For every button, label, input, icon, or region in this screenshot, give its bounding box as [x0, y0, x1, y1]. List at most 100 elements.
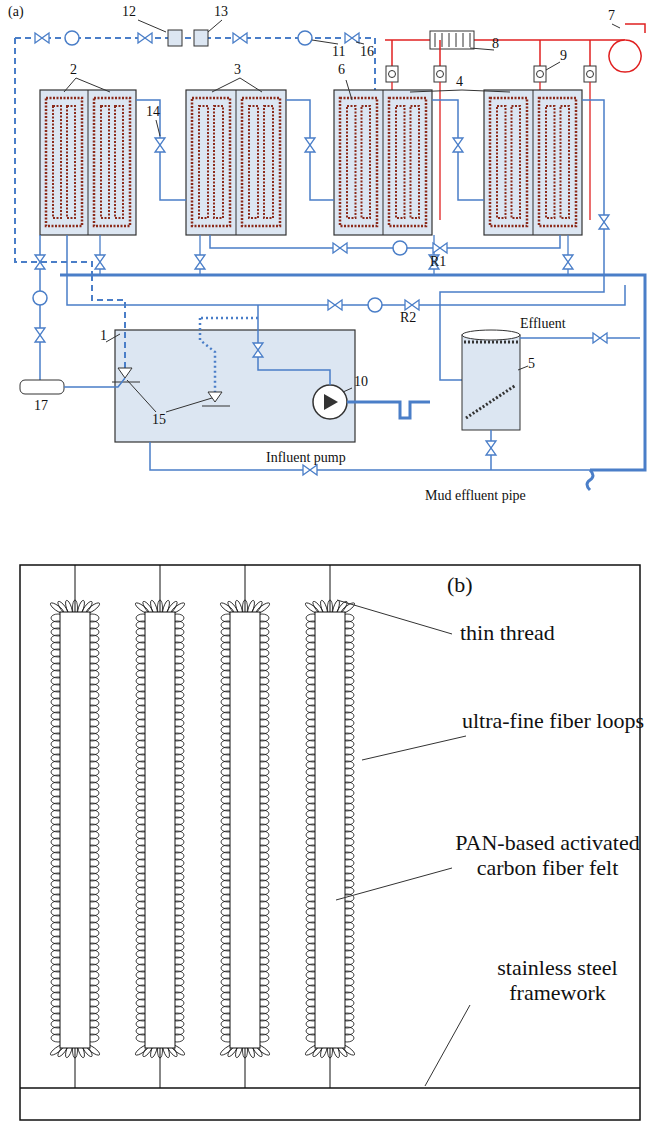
leader-line	[336, 868, 452, 900]
leader-line	[156, 120, 160, 136]
leader-line	[518, 366, 528, 370]
valve-symbol	[305, 138, 315, 152]
pipe	[385, 39, 625, 41]
leader-line	[343, 388, 352, 392]
air-valve-mark	[537, 71, 544, 78]
fiber-bar	[67, 106, 75, 218]
leader-line	[346, 80, 352, 100]
fiber-bar	[396, 106, 405, 218]
leader-line	[212, 78, 240, 92]
pipe	[589, 82, 590, 220]
valve-symbol	[405, 300, 419, 310]
air-valve	[584, 66, 596, 82]
thin-thread	[330, 1048, 331, 1088]
pipe	[200, 318, 215, 392]
pipe	[210, 235, 560, 248]
thin-thread	[245, 1048, 246, 1088]
pipe	[67, 235, 625, 305]
leader-line	[612, 24, 620, 28]
leader-line	[208, 20, 222, 32]
callout-number: 6	[338, 62, 345, 78]
part-label: PAN-based activated carbon fiber felt	[455, 830, 640, 880]
thin-thread	[245, 565, 246, 612]
pipe	[150, 442, 590, 470]
thin-thread	[75, 565, 76, 612]
callout-number: 10	[354, 374, 368, 390]
callout-number: 2	[70, 62, 77, 78]
flowmeter-fin	[456, 33, 457, 47]
fiber-module	[389, 98, 426, 226]
fiber-bar	[512, 106, 521, 218]
valve-symbol	[303, 465, 317, 475]
leader-line	[470, 48, 494, 50]
carbon-fiber-felt	[145, 612, 175, 1048]
fiber-bar	[561, 106, 570, 218]
valve-symbol	[328, 300, 342, 310]
fiber-module	[94, 98, 130, 226]
thin-thread	[330, 565, 331, 612]
callout-number: 13	[214, 4, 228, 20]
carbon-fiber-felt	[60, 612, 90, 1048]
leader-line	[106, 334, 120, 342]
callout-number: Effluent	[520, 316, 566, 332]
leader-line	[166, 398, 212, 412]
air-valve	[434, 66, 446, 82]
pipe	[589, 40, 591, 66]
thin-thread	[75, 1048, 76, 1088]
leader-line	[425, 1005, 470, 1086]
reactor-tank	[40, 90, 136, 235]
callout-number: 14	[146, 104, 160, 120]
thin-thread	[160, 565, 161, 612]
part-label: thin thread	[460, 620, 555, 645]
valve-symbol	[486, 441, 496, 455]
leader-line	[362, 736, 466, 760]
pump-symbol	[313, 385, 347, 419]
blower-symbol	[609, 24, 645, 72]
leader-line	[64, 78, 76, 92]
fiber-bar	[362, 106, 371, 218]
leader-line	[76, 78, 110, 92]
valve-symbol	[195, 255, 205, 269]
fiber-bar	[53, 106, 61, 218]
flowmeter-fin	[470, 33, 471, 47]
pipe	[439, 82, 440, 220]
callout-number: 11	[332, 44, 345, 60]
callout-number: 17	[34, 398, 48, 414]
flowmeter	[430, 31, 474, 49]
fiber-bar	[101, 106, 109, 218]
callout-number: 5	[528, 356, 535, 372]
pipe	[200, 317, 258, 320]
fiber-bar	[115, 106, 123, 218]
thin-thread	[160, 1048, 161, 1088]
callout-number: 4	[456, 74, 463, 90]
fiber-bar	[347, 106, 356, 218]
callout-number: 7	[608, 8, 615, 24]
leader-line	[462, 90, 510, 92]
air-valve-mark	[389, 71, 396, 78]
leader-line	[240, 78, 262, 92]
valve-symbol	[453, 138, 463, 152]
callout-number: R1	[430, 254, 446, 270]
leader-line	[410, 90, 462, 92]
part-label: stainless steel framework	[470, 955, 645, 1005]
pipe	[539, 40, 541, 66]
valve-symbol	[35, 328, 45, 342]
pipe	[92, 275, 125, 368]
pump-symbol	[298, 31, 312, 45]
tank-partition	[88, 90, 89, 235]
callout-number: 12	[122, 4, 136, 20]
stainless-framework	[20, 565, 640, 1120]
air-valve-mark	[437, 71, 444, 78]
leader-line	[337, 600, 452, 634]
valve-symbol	[95, 255, 105, 269]
fiber-bar	[199, 106, 208, 218]
leader-line	[312, 40, 338, 44]
valve-symbol	[155, 138, 165, 152]
fiber-module	[192, 98, 230, 226]
leader-line	[356, 42, 364, 44]
valve-symbol	[233, 33, 247, 43]
fiber-module	[539, 98, 576, 226]
part-label: ultra-fine fiber loops	[458, 708, 648, 733]
pipe	[439, 40, 441, 66]
air-valve	[386, 66, 398, 82]
